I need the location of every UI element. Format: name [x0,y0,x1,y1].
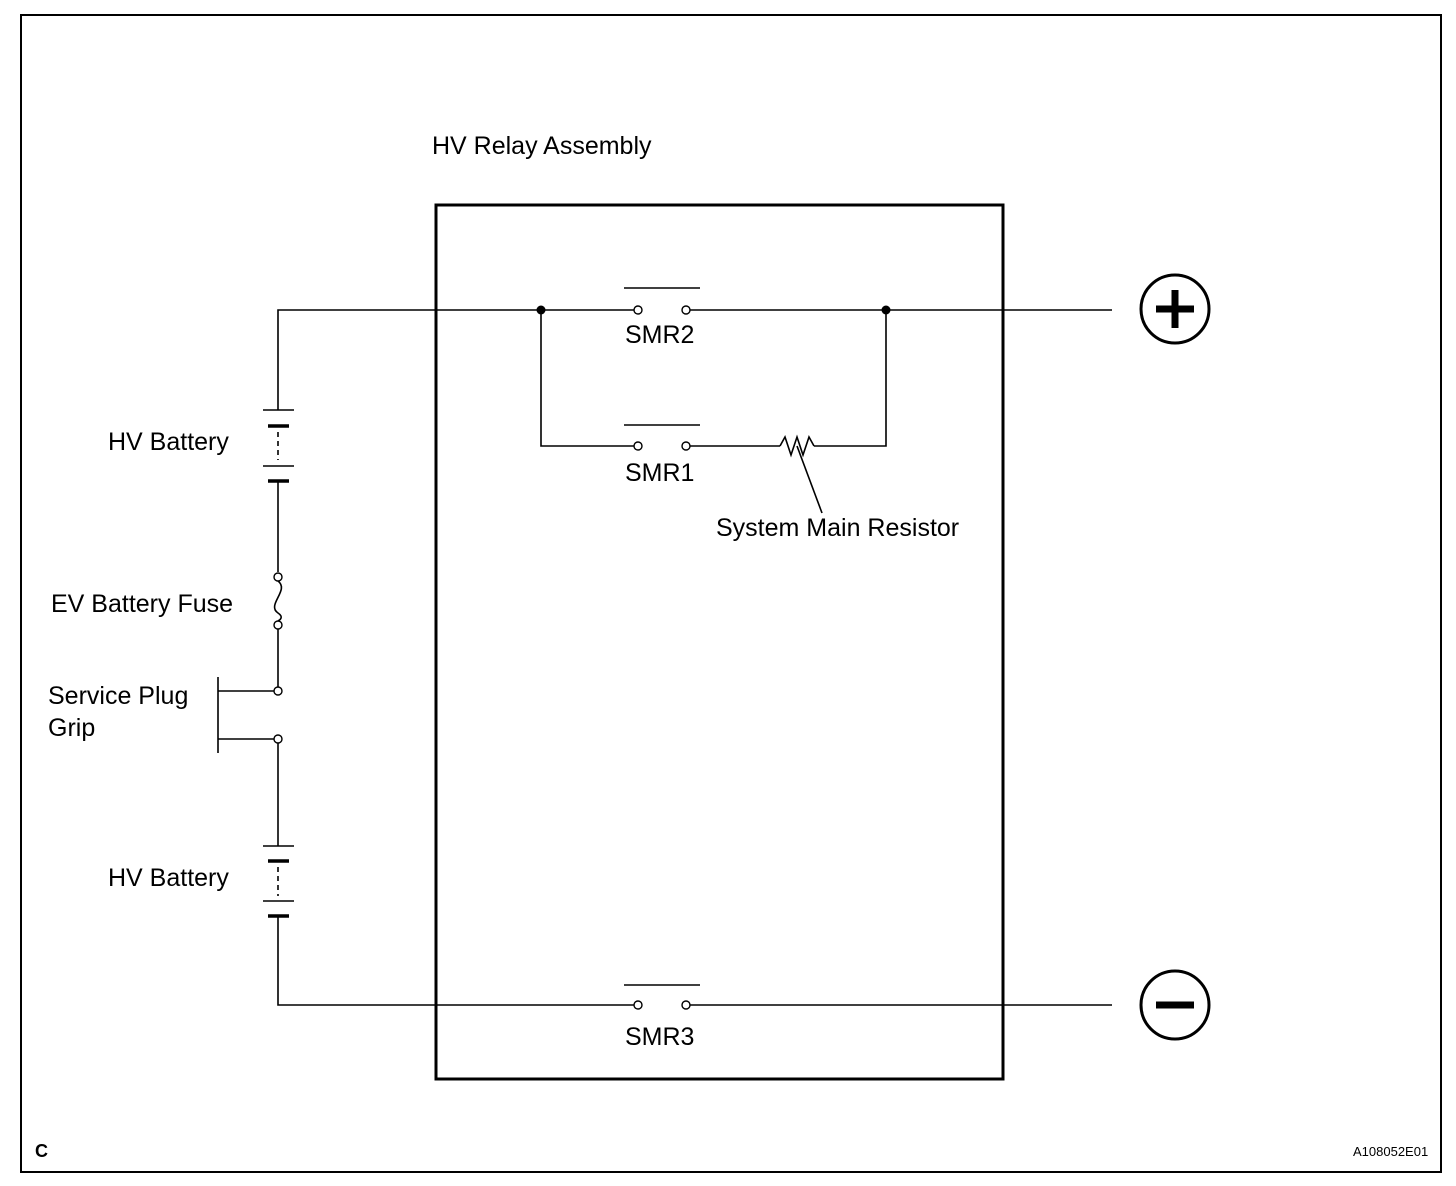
service-plug-grip-symbol [217,677,283,753]
fuse-element [273,580,283,622]
ev-battery-fuse-symbol [273,572,283,630]
positive-terminal [1139,273,1211,345]
relay-assembly-title: HV Relay Assembly [432,132,652,160]
fuse-label: EV Battery Fuse [51,590,233,618]
resistor-leader-line [796,445,823,514]
precharge-branch-right [814,310,887,447]
figure-id: A108052E01 [1353,1144,1428,1159]
hv-battery-bottom-symbol [263,845,294,918]
smr3-relay [624,984,700,1010]
smr1-relay [624,424,700,451]
smr2-label: SMR2 [625,321,694,349]
hv-battery-top-label: HV Battery [108,428,229,456]
smr2-relay [624,287,700,315]
hv-battery-bottom-label: HV Battery [108,864,229,892]
hv-relay-assembly-box [434,203,1005,1081]
smr3-contact-right [681,1000,691,1010]
hv-battery-top-symbol [263,409,294,483]
service-plug-contact-upper [273,686,283,696]
corner-letter: C [35,1141,48,1161]
fuse-terminal-top [273,572,283,582]
smr3-contact-left [633,1000,643,1010]
negative-line-left [277,916,634,1006]
smr2-contact-left [633,305,643,315]
smr1-contact-right [681,441,691,451]
smr3-label: SMR3 [625,1023,694,1051]
figure-frame [20,14,1442,1173]
smr1-contact-left [633,441,643,451]
fuse-terminal-bottom [273,620,283,630]
precharge-branch-left [540,310,634,447]
smr1-label: SMR1 [625,459,694,487]
negative-terminal [1139,969,1211,1041]
smr2-contact-right [681,305,691,315]
service-plug-label-line2: Grip [48,714,95,742]
positive-line-left [277,309,638,410]
service-plug-label-line1: Service Plug [48,682,188,710]
resistor-label: System Main Resistor [716,514,959,542]
service-plug-contact-lower [273,734,283,744]
resistor-symbol [779,434,815,458]
